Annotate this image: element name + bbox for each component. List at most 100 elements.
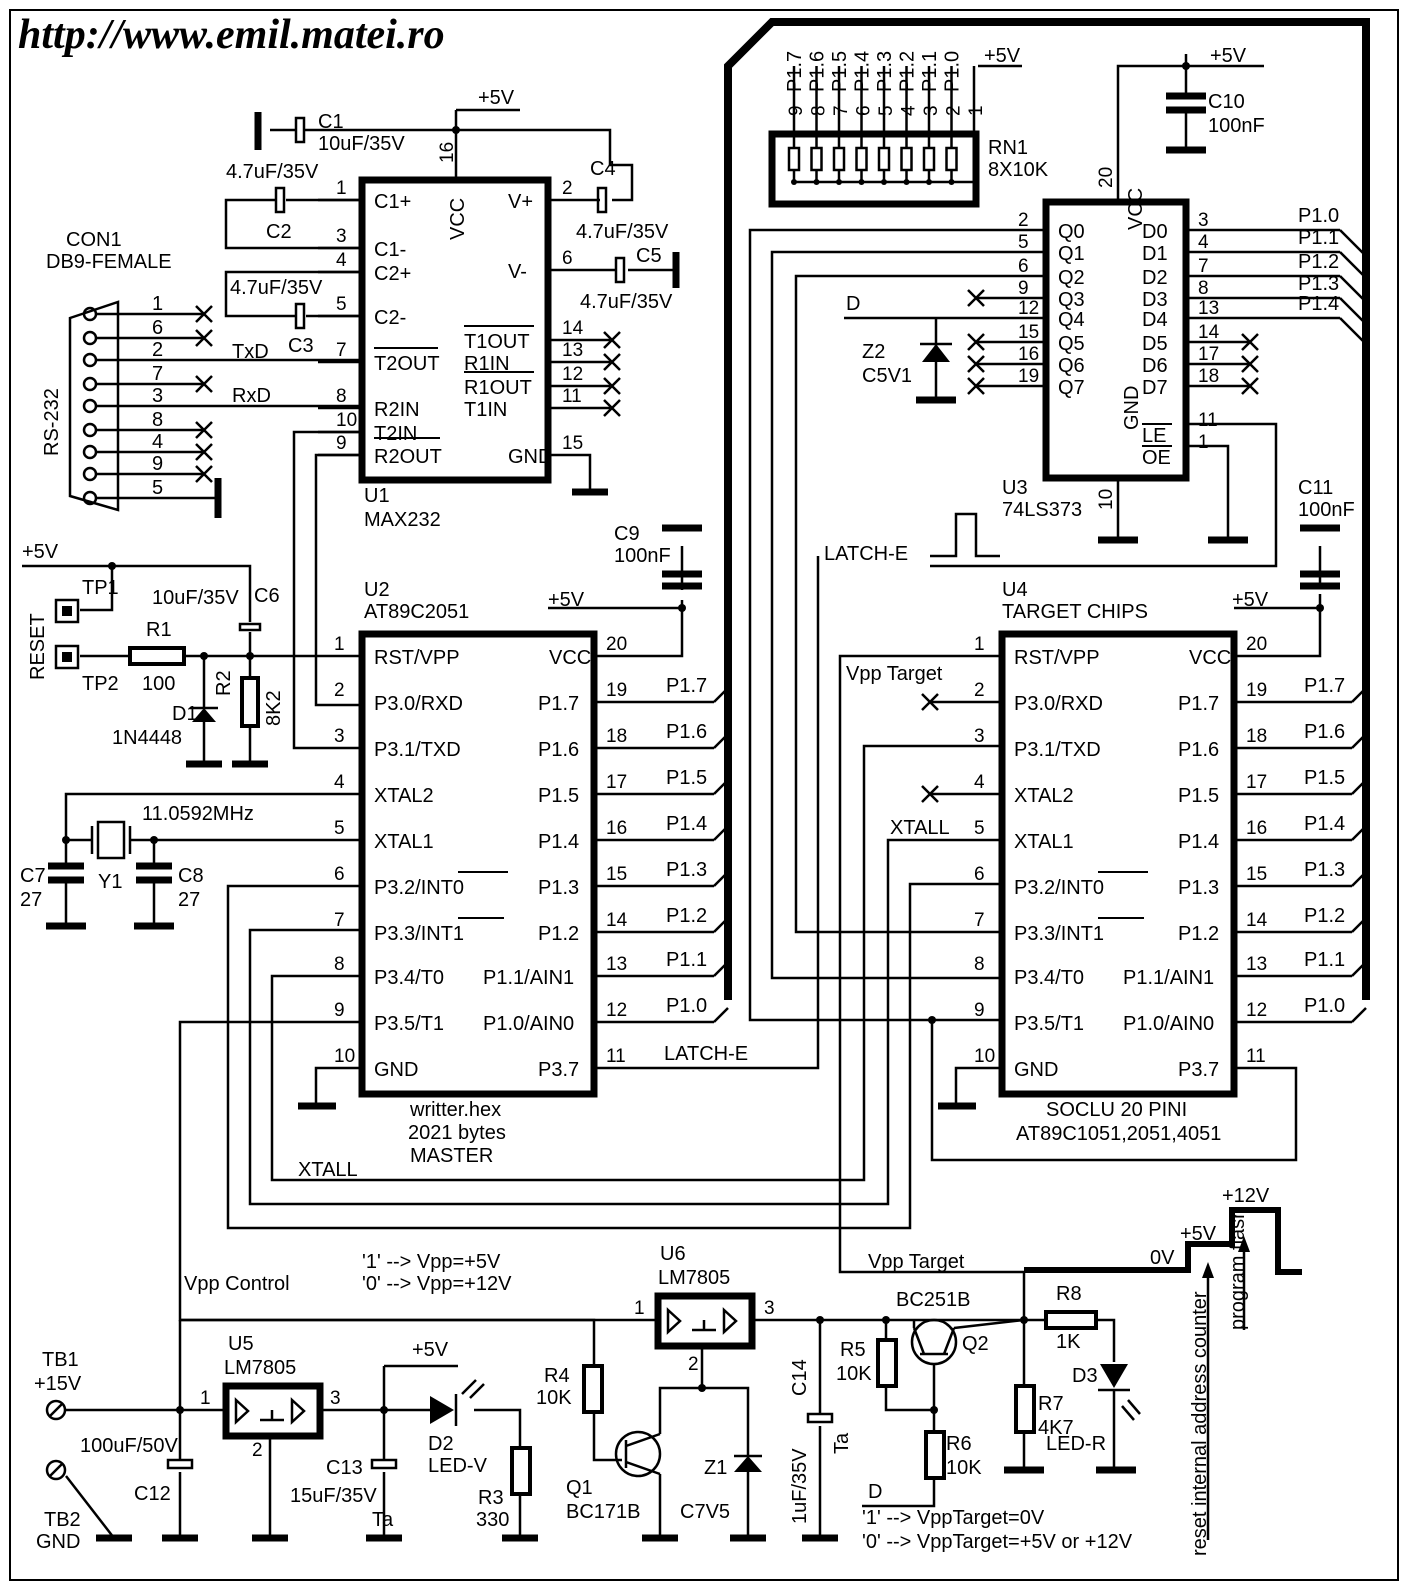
u4-pin-13-name: P1.1/AIN1 <box>1123 967 1214 989</box>
u1-vcc-label: VCC <box>447 198 469 240</box>
u2-pin-9-num: 9 <box>334 1000 345 1021</box>
con1-ref: CON1 <box>66 229 122 251</box>
r3-ref: R3 <box>478 1487 504 1509</box>
u3-body <box>1042 198 1190 482</box>
db9-pin-9 <box>82 466 98 482</box>
u2-net-label: P1.0 <box>666 995 707 1017</box>
power-supply: TB1 +15V TB2 GND 100uF/50V C12 C13 15uF/… <box>34 1320 538 1553</box>
c1-val: 10uF/35V <box>318 133 405 155</box>
rn1-net-label: P1.1 <box>919 51 941 92</box>
u3-pin-4-num: 4 <box>1198 232 1209 253</box>
u6-name: LM7805 <box>658 1267 730 1289</box>
u4-pin-16-num: 16 <box>1246 818 1267 839</box>
u2-net-label: P1.1 <box>666 949 707 971</box>
u2-pin-17-num: 17 <box>606 772 627 793</box>
target-note-2: '0' --> VppTarget=+5V or +12V <box>862 1531 1133 1553</box>
u3-vcc-label: VCC <box>1125 188 1147 230</box>
u1-pin-10-name: T2IN <box>374 423 417 445</box>
no-connect-icon <box>195 375 213 393</box>
u3-pin-8-name: D3 <box>1142 289 1168 311</box>
u3-pin-15-num: 15 <box>1018 322 1039 343</box>
u4-net-label: P1.5 <box>1304 767 1345 789</box>
u2-net-label: P1.5 <box>666 767 707 789</box>
db9-pin-label: 5 <box>152 477 163 499</box>
u1-pin-12-name: R1OUT <box>464 377 532 399</box>
u1-pin-2-name: V+ <box>508 191 533 213</box>
y1-ref: Y1 <box>98 871 122 893</box>
c12-val: 100uF/50V <box>80 1435 179 1457</box>
u4-net-label: P1.6 <box>1304 721 1345 743</box>
u3-name: 74LS373 <box>1002 499 1082 521</box>
u4-plus5: +5V <box>1232 589 1269 611</box>
reset-circuit: +5V TP1 TP2 RESET R1 100 10uF/35V C6 D1 … <box>22 541 362 768</box>
u2-net-label: P1.4 <box>666 813 707 835</box>
u4-net-label: P1.3 <box>1304 859 1345 881</box>
u2-pin-18-num: 18 <box>606 726 627 747</box>
u3-pin-9-name: Q3 <box>1058 289 1085 311</box>
u3-pin-19-num: 19 <box>1018 366 1039 387</box>
u3-pin-14-num: 14 <box>1198 322 1220 343</box>
u2-pin-20-name: VCC <box>549 647 591 669</box>
u2-net-label: P1.6 <box>666 721 707 743</box>
q1-val: BC171B <box>566 1501 641 1523</box>
u2-pin-13-name: P1.1/AIN1 <box>483 967 574 989</box>
u2-note-2: 2021 bytes <box>408 1122 506 1144</box>
site-url: http://www.emil.matei.ro <box>18 12 445 58</box>
u2-pin-9-name: P3.5/T1 <box>374 1013 444 1035</box>
u1-pin-5-name: C2- <box>374 307 406 329</box>
tp2-label[interactable]: TP2 <box>82 673 119 695</box>
u4-note-2: AT89C1051,2051,4051 <box>1016 1123 1221 1145</box>
u1-pin-7-name: T2OUT <box>374 353 440 375</box>
rn1-net-label: P1.3 <box>874 51 896 92</box>
data-bus <box>724 18 1370 1000</box>
u1-pin-5-num: 5 <box>336 294 347 315</box>
u3-oe-label: OE <box>1142 447 1171 469</box>
rn1-val: 8X10K <box>988 159 1049 181</box>
u5-name: LM7805 <box>224 1357 296 1379</box>
u1-pin-1-num: 1 <box>336 178 347 199</box>
u1-pin-8-name: R2IN <box>374 399 420 421</box>
u2-ref: U2 <box>364 579 390 601</box>
db9-pin-label: 1 <box>152 293 163 315</box>
tp1-label[interactable]: TP1 <box>82 577 119 599</box>
txd-label: TxD <box>232 341 269 363</box>
u1-vcc-pin: 16 <box>437 142 458 163</box>
u2-pin-19-num: 19 <box>606 680 627 701</box>
u4-pin-3-num: 3 <box>974 726 985 747</box>
u1-pin-9-name: R2OUT <box>374 446 442 468</box>
u5-pin3: 3 <box>330 1388 341 1409</box>
vpp-waveform: 0V +5V +12V reset internal address count… <box>1024 1185 1302 1556</box>
u1-pin-9-num: 9 <box>336 433 347 454</box>
c4-val: 4.7uF/35V <box>576 221 669 243</box>
u2-pin-12-num: 12 <box>606 1000 627 1021</box>
u3-pin-5-name: Q1 <box>1058 243 1085 265</box>
u2-pin-5-num: 5 <box>334 818 345 839</box>
u1-pin-8-num: 8 <box>336 386 347 407</box>
u2-pin-2-num: 2 <box>334 680 345 701</box>
r8-val: 1K <box>1056 1331 1081 1353</box>
u2-plus5: +5V <box>548 589 585 611</box>
c11-val: 100nF <box>1298 499 1355 521</box>
u2-pin-19-name: P1.7 <box>538 693 579 715</box>
u4-name: TARGET CHIPS <box>1002 601 1148 623</box>
c14-val: 1uF/35V <box>789 1448 811 1524</box>
u3-net-label: P1.3 <box>1298 273 1339 295</box>
xtall-label-right: XTALL <box>890 817 950 839</box>
u2-pin-15-num: 15 <box>606 864 627 885</box>
u1-pin-15-num: 15 <box>562 433 583 454</box>
no-connect-icon <box>195 421 213 439</box>
c9-ref: C9 <box>614 523 640 545</box>
u4-note-1: SOCLU 20 PINI <box>1046 1099 1187 1121</box>
u3-pin-3-num: 3 <box>1198 210 1209 231</box>
u4-pin-6-num: 6 <box>974 864 985 885</box>
u4-pin-8-num: 8 <box>974 954 985 975</box>
rn1-resistor-network: 9P1.78P1.67P1.56P1.45P1.34P1.23P1.12P1.0… <box>768 45 1049 208</box>
u2-pin-15-name: P1.3 <box>538 877 579 899</box>
u3-pin-17-num: 17 <box>1198 344 1219 365</box>
rn1-pin-4: 4 <box>899 105 920 116</box>
u4-pin-5-num: 5 <box>974 818 985 839</box>
q1-ref: Q1 <box>566 1477 593 1499</box>
u3-pin-14-name: D5 <box>1142 333 1168 355</box>
u3-pin-7-name: D2 <box>1142 267 1168 289</box>
